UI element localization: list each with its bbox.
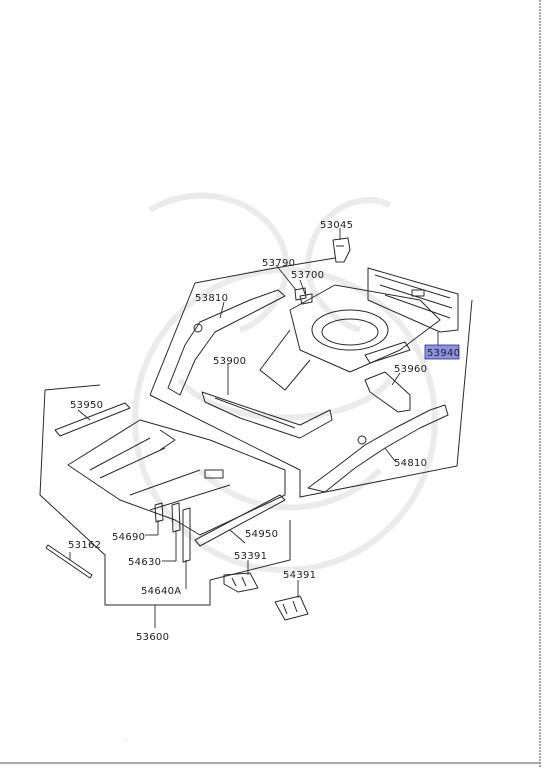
front-group-frame (39, 384, 291, 606)
part-54640a-reinforcement (182, 507, 191, 563)
watermark-emblem (132, 192, 438, 573)
label-53600[interactable]: 53600 (136, 632, 169, 643)
label-54640a[interactable]: 54640A (141, 586, 181, 597)
part-53700-clip (299, 293, 313, 305)
part-53940-rear-panel (367, 267, 459, 333)
part-front-floor-panel (67, 419, 286, 536)
label-53940[interactable]: 53940 (427, 348, 460, 359)
rear-group-frame (149, 257, 473, 498)
part-53162-rod (45, 544, 93, 579)
label-54391[interactable]: 54391 (283, 570, 316, 581)
part-54690-reinforcement (154, 502, 164, 523)
part-53950-sill (54, 402, 131, 437)
part-54950-side-sill (194, 494, 286, 547)
part-53810-side-member (167, 289, 286, 396)
part-rear-floor-pan (259, 284, 441, 391)
part-54391-bracket (274, 595, 309, 621)
label-53950[interactable]: 53950 (70, 400, 103, 411)
label-53391[interactable]: 53391 (234, 551, 267, 562)
part-53045-bracket (332, 237, 351, 263)
part-53900-crossmember (201, 391, 333, 439)
label-53810[interactable]: 53810 (195, 293, 228, 304)
part-53960-bracket (364, 371, 411, 413)
label-53960[interactable]: 53960 (394, 364, 427, 375)
stray-mark: . (125, 735, 127, 742)
part-54630-reinforcement (171, 502, 181, 533)
label-53790[interactable]: 53790 (262, 258, 295, 269)
label-53045[interactable]: 53045 (320, 220, 353, 231)
part-53391-bracket (223, 572, 259, 593)
label-54810[interactable]: 54810 (394, 458, 427, 469)
part-54810-side-member (307, 404, 449, 493)
highlight-53940-box (424, 344, 460, 360)
label-54630[interactable]: 54630 (128, 557, 161, 568)
label-54690[interactable]: 54690 (112, 532, 145, 543)
label-53900[interactable]: 53900 (213, 356, 246, 367)
label-53700[interactable]: 53700 (291, 270, 324, 281)
label-54950[interactable]: 54950 (245, 529, 278, 540)
leader-lines (69, 264, 439, 628)
part-53790-clip (294, 287, 307, 301)
label-53162[interactable]: 53162 (68, 540, 101, 551)
